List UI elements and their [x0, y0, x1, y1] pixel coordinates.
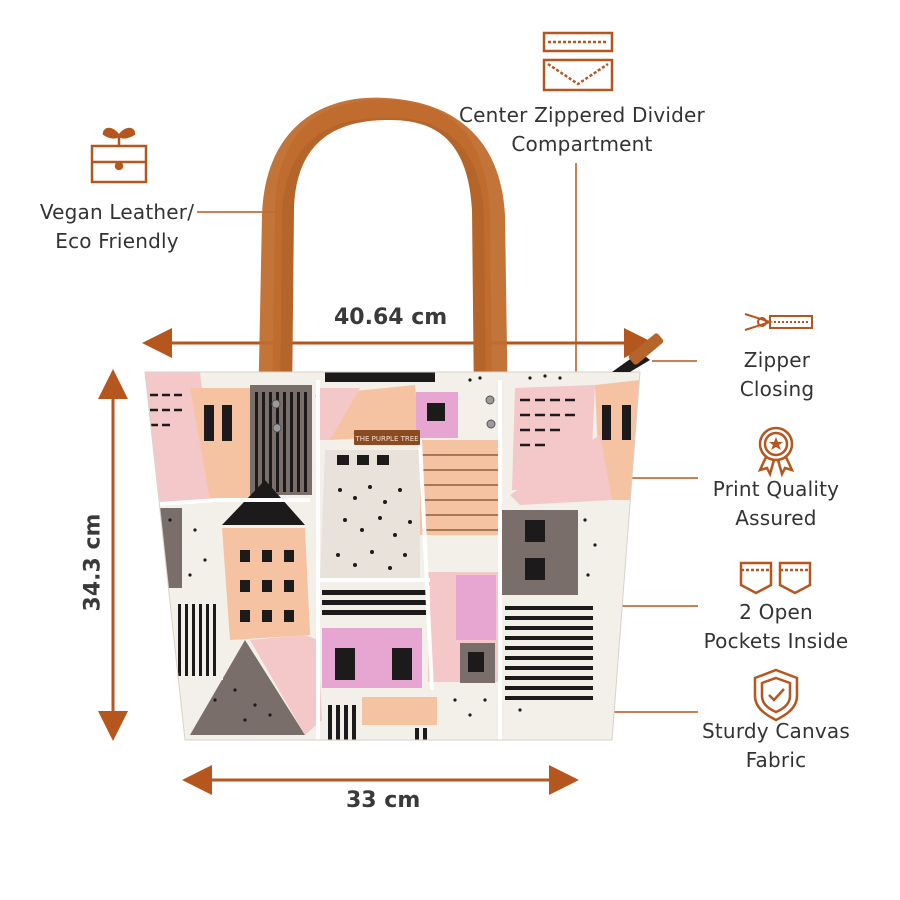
feature-print: Print Quality Assured — [700, 475, 852, 533]
feature-leather-line2: Eco Friendly — [55, 229, 179, 253]
vegan-leather-icon — [90, 127, 148, 184]
pockets-icon — [739, 561, 812, 595]
zipper-icon — [744, 313, 813, 331]
zipper-pull — [612, 333, 664, 372]
zippered-divider-icon — [542, 31, 614, 92]
feature-pockets: 2 Open Pockets Inside — [700, 598, 852, 656]
feature-canvas-line2: Fabric — [745, 748, 807, 772]
feature-canvas-line1: Sturdy Canvas — [702, 719, 850, 743]
feature-pockets-line1: 2 Open — [739, 600, 813, 624]
feature-zipper: Zipper Closing — [707, 346, 847, 404]
feature-leather-line1: Vegan Leather/ — [39, 200, 195, 224]
brand-tag-text: THE PURPLE TREE — [354, 435, 418, 443]
feature-pockets-line2: Pockets Inside — [703, 629, 849, 653]
feature-divider-line1: Center Zippered Divider — [459, 103, 705, 127]
feature-canvas: Sturdy Canvas Fabric — [700, 717, 852, 775]
quality-badge-icon — [757, 426, 795, 478]
feature-divider: Center Zippered Divider Compartment — [455, 101, 709, 159]
feature-print-line1: Print Quality — [712, 477, 840, 501]
height-label: 34.3 cm — [80, 513, 106, 612]
feature-leather: Vegan Leather/ Eco Friendly — [32, 198, 202, 256]
brand-tag: THE PURPLE TREE — [354, 430, 420, 445]
bottom-width-label: 33 cm — [346, 788, 421, 813]
feature-zipper-line1: Zipper — [743, 348, 811, 372]
feature-print-line2: Assured — [735, 506, 817, 530]
top-width-label: 40.64 cm — [334, 305, 448, 330]
feature-zipper-line2: Closing — [739, 377, 815, 401]
feature-divider-line2: Compartment — [511, 132, 653, 156]
shield-icon — [753, 668, 799, 722]
handle-rivets — [271, 395, 496, 433]
